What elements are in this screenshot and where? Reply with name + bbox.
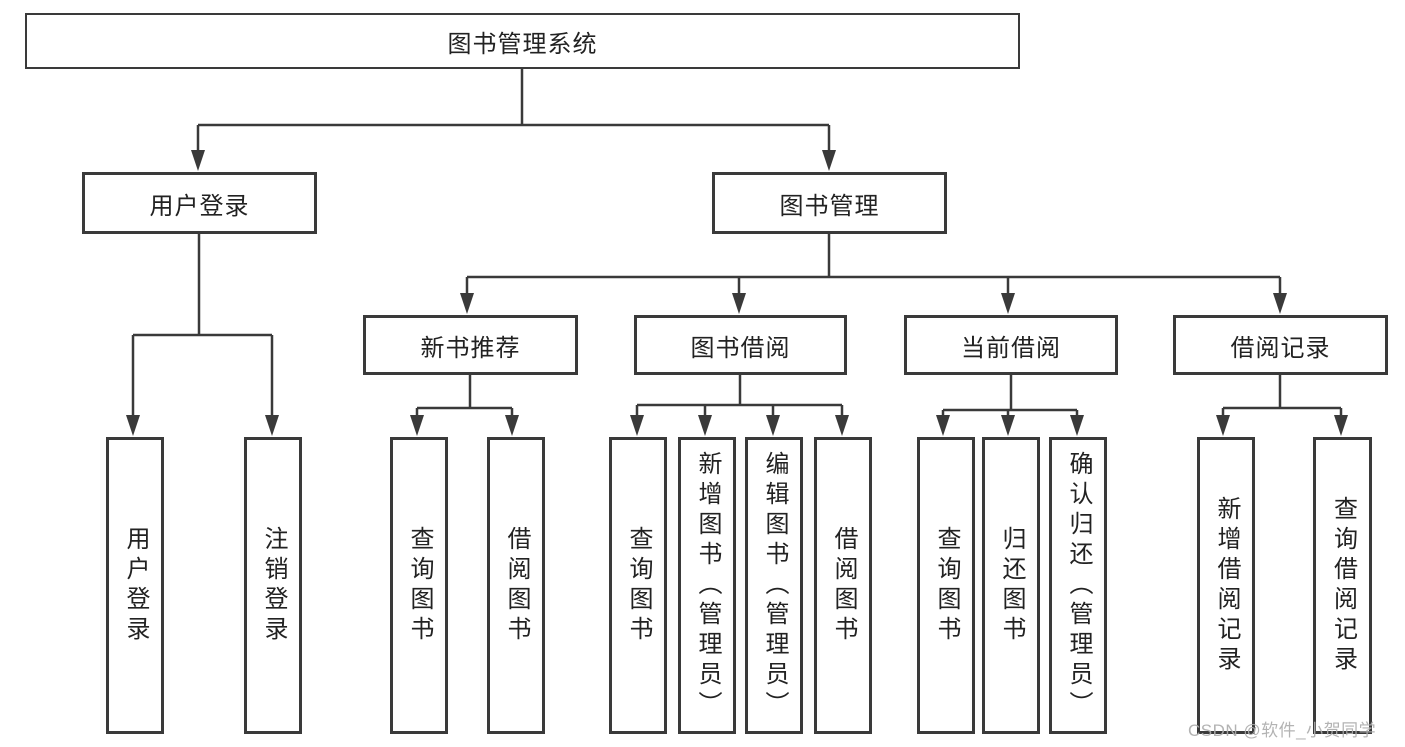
node-label: 确认归还（管理员） <box>1065 450 1092 721</box>
connector-current-borrowing <box>941 375 1079 419</box>
node-label: 图书管理系统 <box>447 30 598 58</box>
arrow-down-icon <box>732 293 746 314</box>
leaf-query-books-current: 查询图书 <box>917 437 975 734</box>
connector-new-book-recommendation <box>415 375 514 419</box>
leaf-borrow-books-borrowing: 借阅图书 <box>814 437 872 734</box>
connector-root <box>196 69 831 154</box>
node-library-management-system: 图书管理系统 <box>25 13 1020 69</box>
arrow-down-icon <box>822 150 836 171</box>
leaf-return-books: 归还图书 <box>982 437 1040 734</box>
node-label: 查询图书 <box>406 525 433 646</box>
arrow-down-icon <box>698 415 712 436</box>
node-book-management: 图书管理 <box>712 172 947 234</box>
arrow-down-icon <box>835 415 849 436</box>
arrow-down-icon <box>410 415 424 436</box>
arrow-down-icon <box>1001 293 1015 314</box>
leaf-logout: 注销登录 <box>244 437 302 734</box>
connector-borrowing-records <box>1221 375 1343 419</box>
node-label: 图书管理 <box>779 192 880 220</box>
csdn-watermark: CSDN @软件_小贺同学 <box>1188 721 1377 740</box>
arrow-down-icon <box>1216 415 1230 436</box>
node-book-borrowing: 图书借阅 <box>634 315 847 375</box>
connector-book-borrowing <box>635 375 844 419</box>
arrow-down-icon <box>191 150 205 171</box>
leaf-confirm-return-admin: 确认归还（管理员） <box>1049 437 1107 734</box>
leaf-add-book-admin: 新增图书（管理员） <box>678 437 736 734</box>
node-label: 新书推荐 <box>420 334 521 362</box>
leaf-borrow-books-recommend: 借阅图书 <box>487 437 545 734</box>
node-label: 新增借阅记录 <box>1213 495 1240 676</box>
node-current-borrowing: 当前借阅 <box>904 315 1118 375</box>
node-borrowing-records: 借阅记录 <box>1173 315 1388 375</box>
node-label: 用户登录 <box>122 525 149 646</box>
arrow-down-icon <box>936 415 950 436</box>
leaf-query-borrow-record: 查询借阅记录 <box>1313 437 1372 734</box>
node-label: 借阅图书 <box>830 525 857 646</box>
arrow-down-icon <box>1070 415 1084 436</box>
connector-user-login <box>131 234 274 419</box>
arrow-down-icon <box>1001 415 1015 436</box>
node-label: 编辑图书（管理员） <box>761 450 788 721</box>
leaf-user-login: 用户登录 <box>106 437 164 734</box>
node-label: 新增图书（管理员） <box>694 450 721 721</box>
leaf-edit-book-admin: 编辑图书（管理员） <box>745 437 803 734</box>
arrow-down-icon <box>630 415 644 436</box>
connector-book-management <box>465 234 1282 297</box>
node-label: 查询图书 <box>625 525 652 646</box>
arrow-down-icon <box>126 415 140 436</box>
arrow-down-icon <box>1334 415 1348 436</box>
arrow-down-icon <box>1273 293 1287 314</box>
node-label: 用户登录 <box>149 192 250 220</box>
leaf-query-books-recommend: 查询图书 <box>390 437 448 734</box>
node-label: 借阅记录 <box>1230 334 1331 362</box>
node-label: 图书借阅 <box>690 334 791 362</box>
node-label: 查询图书 <box>933 525 960 646</box>
arrow-down-icon <box>265 415 279 436</box>
node-label: 当前借阅 <box>961 334 1061 362</box>
leaf-query-books-borrowing: 查询图书 <box>609 437 667 734</box>
node-label: 借阅图书 <box>503 525 530 646</box>
arrow-down-icon <box>766 415 780 436</box>
leaf-add-borrow-record: 新增借阅记录 <box>1197 437 1255 734</box>
arrow-down-icon <box>505 415 519 436</box>
node-new-book-recommendation: 新书推荐 <box>363 315 578 375</box>
arrow-down-icon <box>460 293 474 314</box>
node-label: 查询借阅记录 <box>1329 495 1357 676</box>
node-label: 归还图书 <box>998 525 1025 646</box>
node-user-login: 用户登录 <box>82 172 317 234</box>
node-label: 注销登录 <box>260 525 287 646</box>
